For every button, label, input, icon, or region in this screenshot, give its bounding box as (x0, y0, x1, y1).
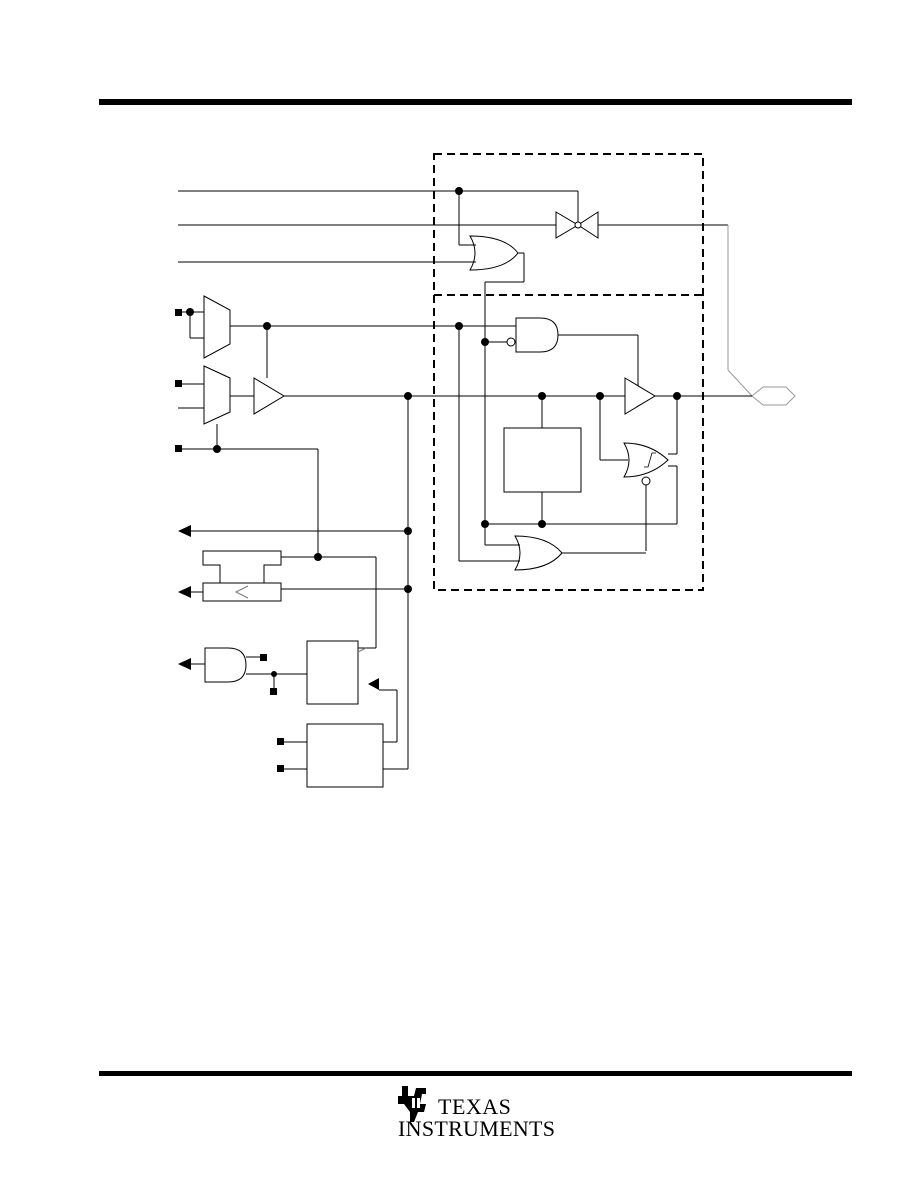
junction-dots (186, 187, 681, 677)
and-gate-right (459, 317, 639, 386)
mux-lower (178, 365, 254, 449)
and-gate-lower (191, 647, 307, 691)
ti-logo: Texas Instruments (396, 1082, 556, 1142)
pad-connection (727, 225, 796, 406)
register-upper (306, 640, 398, 743)
ti-logo-icon (398, 1086, 426, 1122)
register-lower (284, 723, 384, 788)
pad-symbol (751, 386, 796, 406)
or-gate-top (469, 235, 525, 545)
schmitt-or-gate (599, 396, 678, 551)
latch-block (191, 530, 377, 648)
transmission-gate (555, 211, 728, 239)
buffer-left (253, 326, 625, 415)
footer-rule (99, 1071, 852, 1076)
control-line (182, 448, 319, 557)
dashed-boundary (433, 153, 704, 591)
logo-line1: Texas (438, 1094, 512, 1119)
output-buffer (624, 377, 752, 415)
pin-squares (175, 309, 284, 772)
output-arrows (178, 525, 191, 670)
mux-upper (182, 295, 459, 359)
logo-line2: Instruments (398, 1116, 556, 1141)
or-gate-bottom (458, 326, 677, 571)
vertical-bus (188, 396, 409, 770)
header-rule (99, 99, 852, 105)
input-lines (178, 190, 579, 263)
internal-block (503, 396, 582, 524)
